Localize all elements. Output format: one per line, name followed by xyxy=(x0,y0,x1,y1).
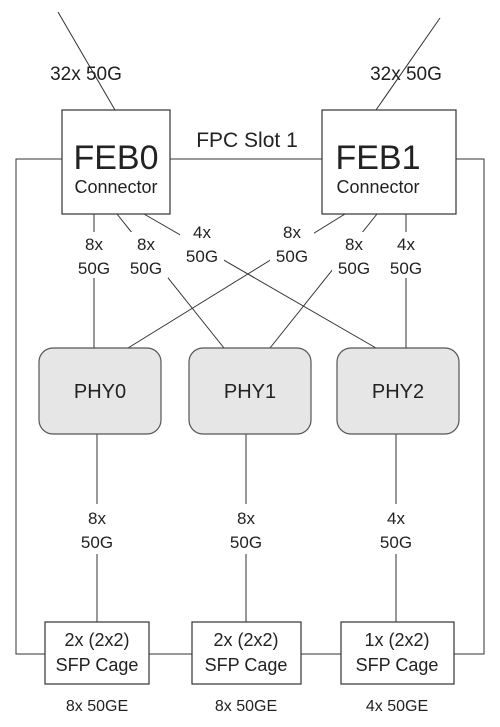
svg-text:50G: 50G xyxy=(390,259,422,278)
cage0-box: 2x (2x2) SFP Cage xyxy=(44,621,150,685)
phy1-label: PHY1 xyxy=(224,381,276,403)
svg-text:50G: 50G xyxy=(338,259,370,278)
svg-text:50G: 50G xyxy=(78,259,110,278)
cage0-line2: SFP Cage xyxy=(56,655,139,675)
phy1-cage1-link-label: 8x 50G xyxy=(223,504,269,554)
svg-text:8x: 8x xyxy=(237,509,255,528)
feb0-name: FEB0 xyxy=(73,139,158,177)
svg-text:50G: 50G xyxy=(186,247,218,266)
feb0-to-cage0-frame-line xyxy=(15,158,62,655)
feb1-phy2-link-label: 4x 50G xyxy=(384,232,428,278)
svg-text:8x: 8x xyxy=(137,235,155,254)
feb1-box: FEB1 Connector xyxy=(321,109,457,215)
svg-text:4x: 4x xyxy=(387,509,405,528)
feb0-box: FEB0 Connector xyxy=(61,109,171,215)
feb0-phy0-link-label: 8x 50G xyxy=(72,232,116,278)
cage2-line2: SFP Cage xyxy=(356,655,439,675)
svg-text:8x: 8x xyxy=(88,509,106,528)
svg-text:50G: 50G xyxy=(276,247,308,266)
feb1-sub: Connector xyxy=(336,177,419,197)
cage2-box: 1x (2x2) SFP Cage xyxy=(340,621,455,685)
uplink-left-label: 32x 50G xyxy=(50,64,122,85)
phy0-label: PHY0 xyxy=(74,381,126,403)
phy2-label: PHY2 xyxy=(372,381,424,403)
svg-text:8x: 8x xyxy=(85,235,103,254)
svg-text:4x: 4x xyxy=(193,223,211,242)
phy2-box: PHY2 xyxy=(336,347,460,435)
feb1-to-cage2-frame-line xyxy=(454,158,485,655)
phy2-cage2-link-label: 4x 50G xyxy=(373,504,419,554)
phy0-box: PHY0 xyxy=(38,347,162,435)
fpc-slot-title: FPC Slot 1 xyxy=(182,124,312,154)
cage1-box: 2x (2x2) SFP Cage xyxy=(191,621,302,685)
feb0-sub: Connector xyxy=(74,177,157,197)
svg-text:50G: 50G xyxy=(81,533,113,552)
svg-text:FPC Slot 1: FPC Slot 1 xyxy=(196,129,298,152)
svg-text:50G: 50G xyxy=(380,533,412,552)
uplink-right-line xyxy=(375,17,441,111)
cage0-caption: 8x 50GE xyxy=(66,698,128,715)
feb1-phy1-link-label: 8x 50G xyxy=(332,232,376,278)
cage2-caption: 4x 50GE xyxy=(366,698,428,715)
feb1-name: FEB1 xyxy=(335,139,420,177)
svg-text:8x: 8x xyxy=(283,223,301,242)
cage0-line1: 2x (2x2) xyxy=(64,630,129,650)
cage1-caption: 8x 50GE xyxy=(215,698,277,715)
phy1-box: PHY1 xyxy=(188,347,312,435)
svg-text:4x: 4x xyxy=(397,235,415,254)
cage2-line1: 1x (2x2) xyxy=(364,630,429,650)
phy0-cage0-link-label: 8x 50G xyxy=(74,504,120,554)
svg-text:8x: 8x xyxy=(345,235,363,254)
cage1-line2: SFP Cage xyxy=(205,655,288,675)
feb0-phy1-link-label: 8x 50G xyxy=(124,232,168,278)
uplink-left-line xyxy=(57,11,116,111)
cage1-line1: 2x (2x2) xyxy=(213,630,278,650)
feb1-phy0-link-label: 8x 50G xyxy=(270,220,314,266)
feb0-phy2-link-label: 4x 50G xyxy=(180,220,224,266)
uplink-right-label: 32x 50G xyxy=(370,64,442,85)
svg-text:50G: 50G xyxy=(230,533,262,552)
svg-text:50G: 50G xyxy=(130,259,162,278)
